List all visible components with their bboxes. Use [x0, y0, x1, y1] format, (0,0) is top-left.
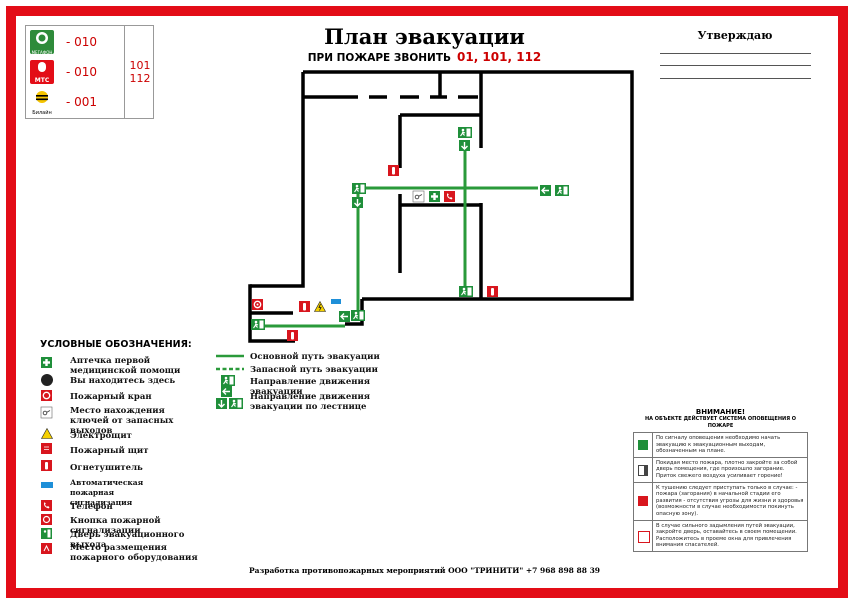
warning-box: ВНИМАНИЕ! НА ОБЪЕКТЕ ДЕЙСТВУЕТ СИСТЕМА О…	[633, 408, 808, 552]
legend-item-first-aid: Аптечка первой медицинской помощи	[70, 356, 181, 376]
common-numbers: 101 112	[127, 59, 153, 85]
developer-footer: Разработка противопожарных мероприятий О…	[248, 566, 601, 575]
extinguisher-icon	[638, 496, 648, 507]
legend-item-keys: Место нахождения ключей от запасных выхо…	[70, 406, 174, 436]
first-aid-sign	[429, 191, 440, 202]
legend-item-alarm-button: Кнопка пожарной сигнализации	[70, 516, 161, 536]
legend-route-reserve: Запасной путь эвакуации	[250, 365, 378, 375]
legend-route-direction: Направление движения эвакуации	[250, 377, 371, 397]
door-icon	[638, 464, 648, 476]
legend-item-fire-alarm: Автоматическая пожарная сигнализация	[70, 478, 144, 507]
legend-item-phone: Телефон	[70, 502, 113, 512]
exit-sign	[458, 285, 474, 298]
fire-alarm-detector	[331, 299, 341, 304]
legend-item-fire-shield: Пожарный щит	[70, 446, 149, 456]
legend-icons	[40, 357, 54, 554]
page-title: План эвакуации	[324, 24, 525, 49]
approve-label: Утверждаю	[697, 29, 773, 42]
phone-sign	[444, 191, 455, 202]
emergency-call-text: ПРИ ПОЖАРЕ ЗВОНИТЬ	[307, 52, 451, 64]
megafon-logo-text: МЕГАФОН	[31, 50, 53, 55]
legend-item-equipment-place: Место размещения пожарного оборудования	[70, 543, 198, 563]
building-walls	[248, 70, 634, 343]
warning-subtitle: НА ОБЪЕКТЕ ДЕЙСТВУЕТ СИСТЕМА ОПОВЕЩЕНИЯ …	[644, 416, 797, 429]
phone-row-beeline: Билайн - 001	[28, 88, 124, 116]
warning-row-text: Покидая место пожара, плотно закройте за…	[656, 459, 798, 479]
phones-divider	[124, 26, 125, 118]
key-sign	[412, 190, 425, 203]
emergency-call-line: ПРИ ПОЖАРЕ ЗВОНИТЬ 01, 101, 112	[0, 50, 849, 64]
megafon-code: - 010	[66, 35, 98, 49]
plan-frame	[6, 6, 848, 598]
warning-row: К тушению следует приступать только в сл…	[633, 481, 808, 520]
warning-row-text: К тушению следует приступать только в сл…	[656, 484, 804, 517]
approve-line	[660, 53, 811, 54]
warning-row-text: В случае сильного задымления путей эваку…	[656, 522, 797, 549]
arrow-left-sign	[338, 310, 351, 323]
approve-line	[660, 65, 811, 66]
beeline-code: - 001	[66, 95, 98, 109]
caution-icon	[638, 530, 650, 543]
phone-row-megafon: МЕГАФОН - 010	[28, 28, 124, 56]
mts-logo-text: МТС	[34, 77, 50, 84]
extinguisher-sign	[388, 165, 399, 176]
legend-item-extinguisher: Огнетушитель	[70, 463, 143, 473]
mts-code: - 010	[66, 65, 98, 79]
phone-row-mts: МТС - 010	[28, 58, 124, 86]
route-exit-sign	[220, 374, 236, 387]
beeline-logo: Билайн	[30, 90, 54, 116]
extinguisher-sign	[287, 330, 298, 341]
exit-sign	[350, 309, 366, 322]
warning-row: В случае сильного задымления путей эваку…	[633, 519, 808, 552]
legend-route-main: Основной путь эвакуации	[250, 352, 380, 362]
legend-item-fire-hydrant: Пожарный кран	[70, 392, 152, 402]
electrical-panel-sign	[314, 301, 326, 312]
route-direction-sign	[220, 385, 233, 398]
stairs-arrow-sign	[215, 397, 228, 410]
exit-sign	[250, 318, 266, 331]
plan-signs	[250, 126, 570, 341]
beeline-logo-text: Билайн	[32, 110, 52, 116]
megafon-logo: МЕГАФОН	[30, 30, 54, 55]
extinguisher-sign	[299, 301, 310, 312]
stairs-exit-sign	[228, 397, 244, 410]
warning-title: ВНИМАНИЕ!	[695, 408, 746, 416]
exit-sign	[351, 182, 367, 195]
fire-hydrant-sign	[251, 298, 264, 311]
warning-row: По сигналу оповещения необходимо начать …	[633, 432, 808, 457]
approve-line	[660, 78, 811, 79]
phone-numbers-box: МЕГАФОН - 010 МТС - 010 Билайн - 001 101…	[25, 25, 154, 119]
arrow-down-sign	[351, 196, 364, 209]
extinguisher-sign	[487, 286, 498, 297]
legend-route-stairs: Направление движения эвакуации по лестни…	[250, 392, 371, 412]
warning-row-text: По сигналу оповещения необходимо начать …	[656, 435, 781, 455]
arrow-down-sign	[458, 139, 471, 152]
arrow-left-sign	[539, 184, 552, 197]
legend-title: УСЛОВНЫЕ ОБОЗНАЧЕНИЯ:	[40, 339, 192, 350]
emergency-numbers: 01, 101, 112	[457, 50, 542, 64]
mts-logo: МТС	[30, 60, 54, 84]
common-number-112: 112	[129, 72, 151, 85]
exit-sign	[457, 126, 473, 139]
warning-row: Покидая место пожара, плотно закройте за…	[633, 456, 808, 482]
exit-sign	[554, 184, 570, 197]
exit-icon	[638, 439, 648, 450]
legend-item-exit-door: Дверь эвакуационного выхода	[70, 530, 185, 550]
common-number-101: 101	[129, 59, 151, 72]
legend-item-electrical-panel: Электрощит	[70, 431, 132, 441]
legend-item-you-are-here: Вы находитесь здесь	[70, 376, 176, 386]
route-legend-lines	[215, 354, 244, 410]
